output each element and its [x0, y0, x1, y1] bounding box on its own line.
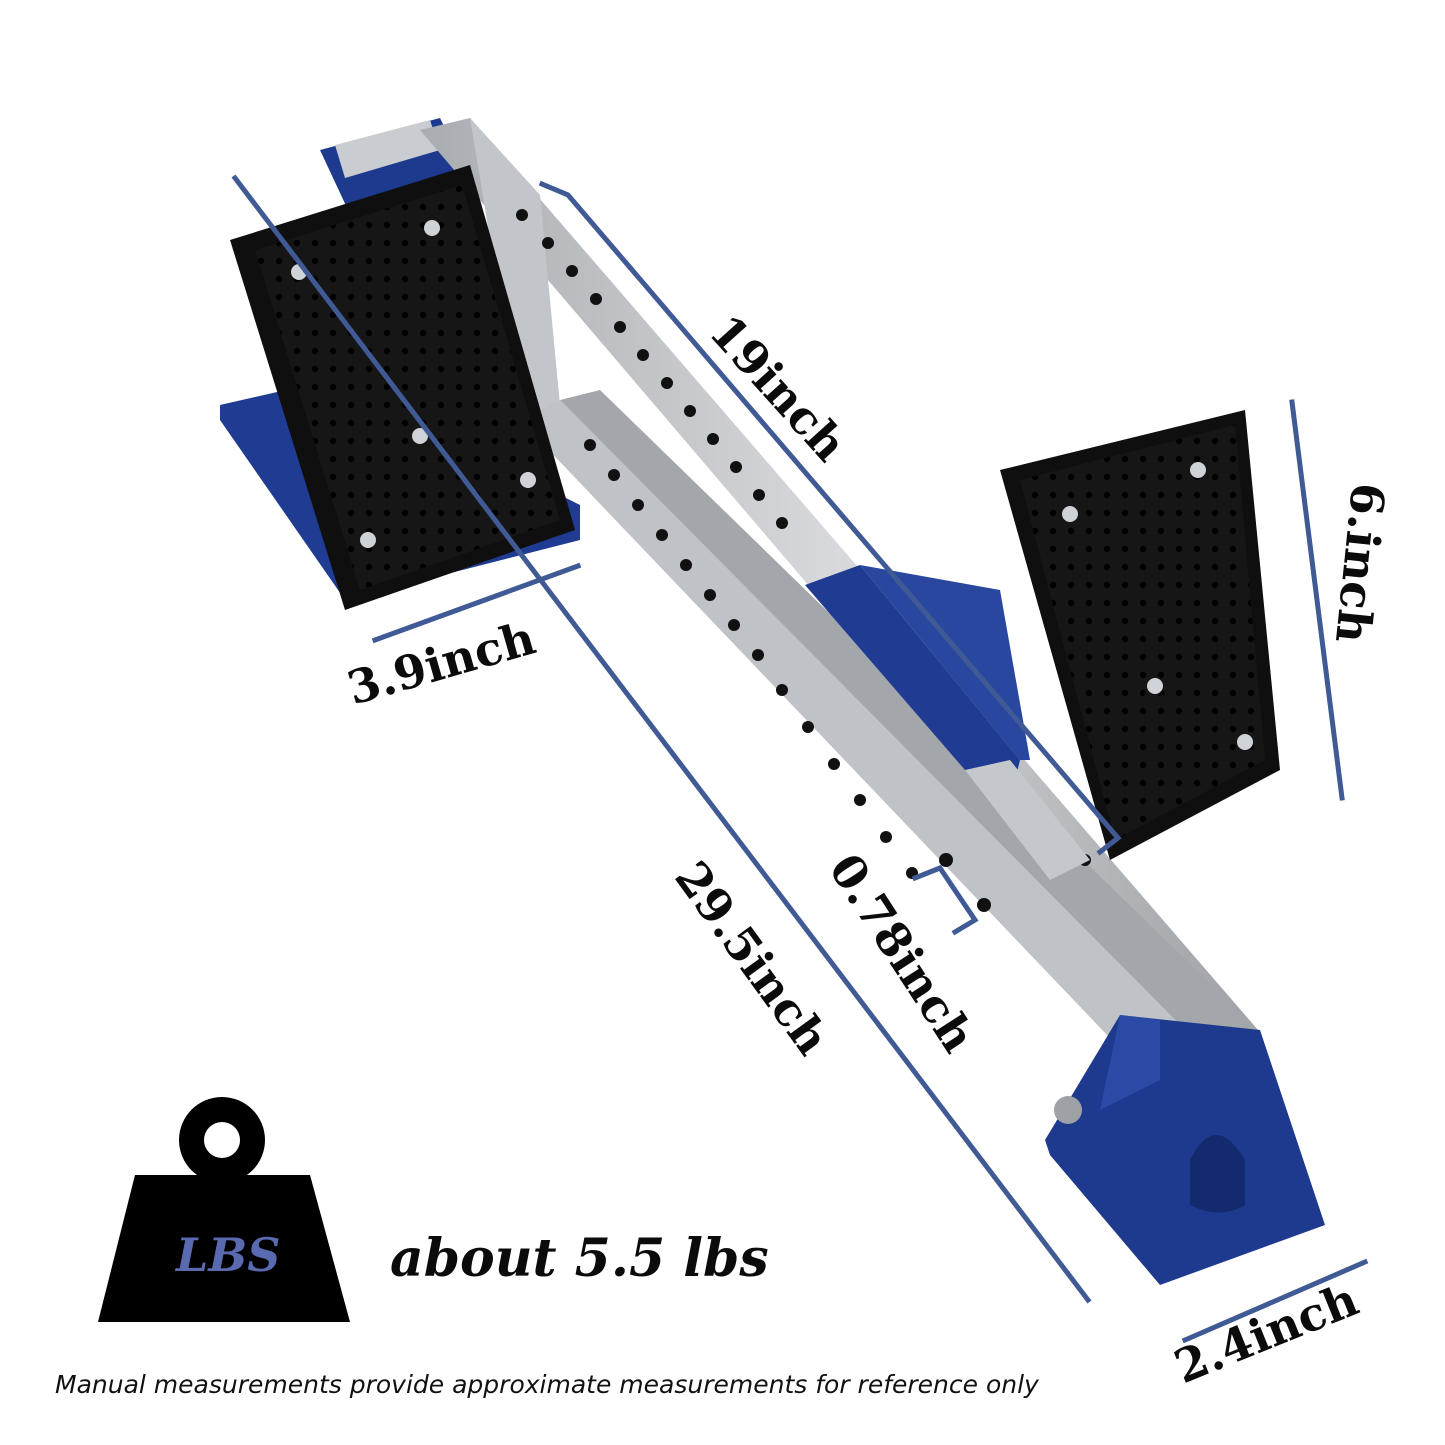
dim-line-0-78	[911, 864, 979, 936]
weight-text: about 5.5 lbs	[390, 1228, 769, 1289]
left-foot-pad	[230, 165, 575, 610]
dimension-lines	[231, 174, 1369, 1344]
weight-badge-text: LBS	[176, 1228, 281, 1282]
right-foot-pad	[1000, 410, 1280, 860]
right-block-slider	[805, 565, 1090, 880]
dim-line-19	[538, 180, 1122, 856]
dim-line-6	[1289, 399, 1345, 801]
weight-icon	[98, 1097, 350, 1322]
dim-line-2-4	[1181, 1258, 1369, 1344]
footnote: Manual measurements provide approximate …	[55, 1370, 1039, 1399]
dim-line-29-5	[231, 174, 1092, 1304]
dim-line-3-9	[371, 562, 582, 644]
front-end-cap	[1045, 1015, 1325, 1285]
rail-holes	[516, 209, 1091, 912]
